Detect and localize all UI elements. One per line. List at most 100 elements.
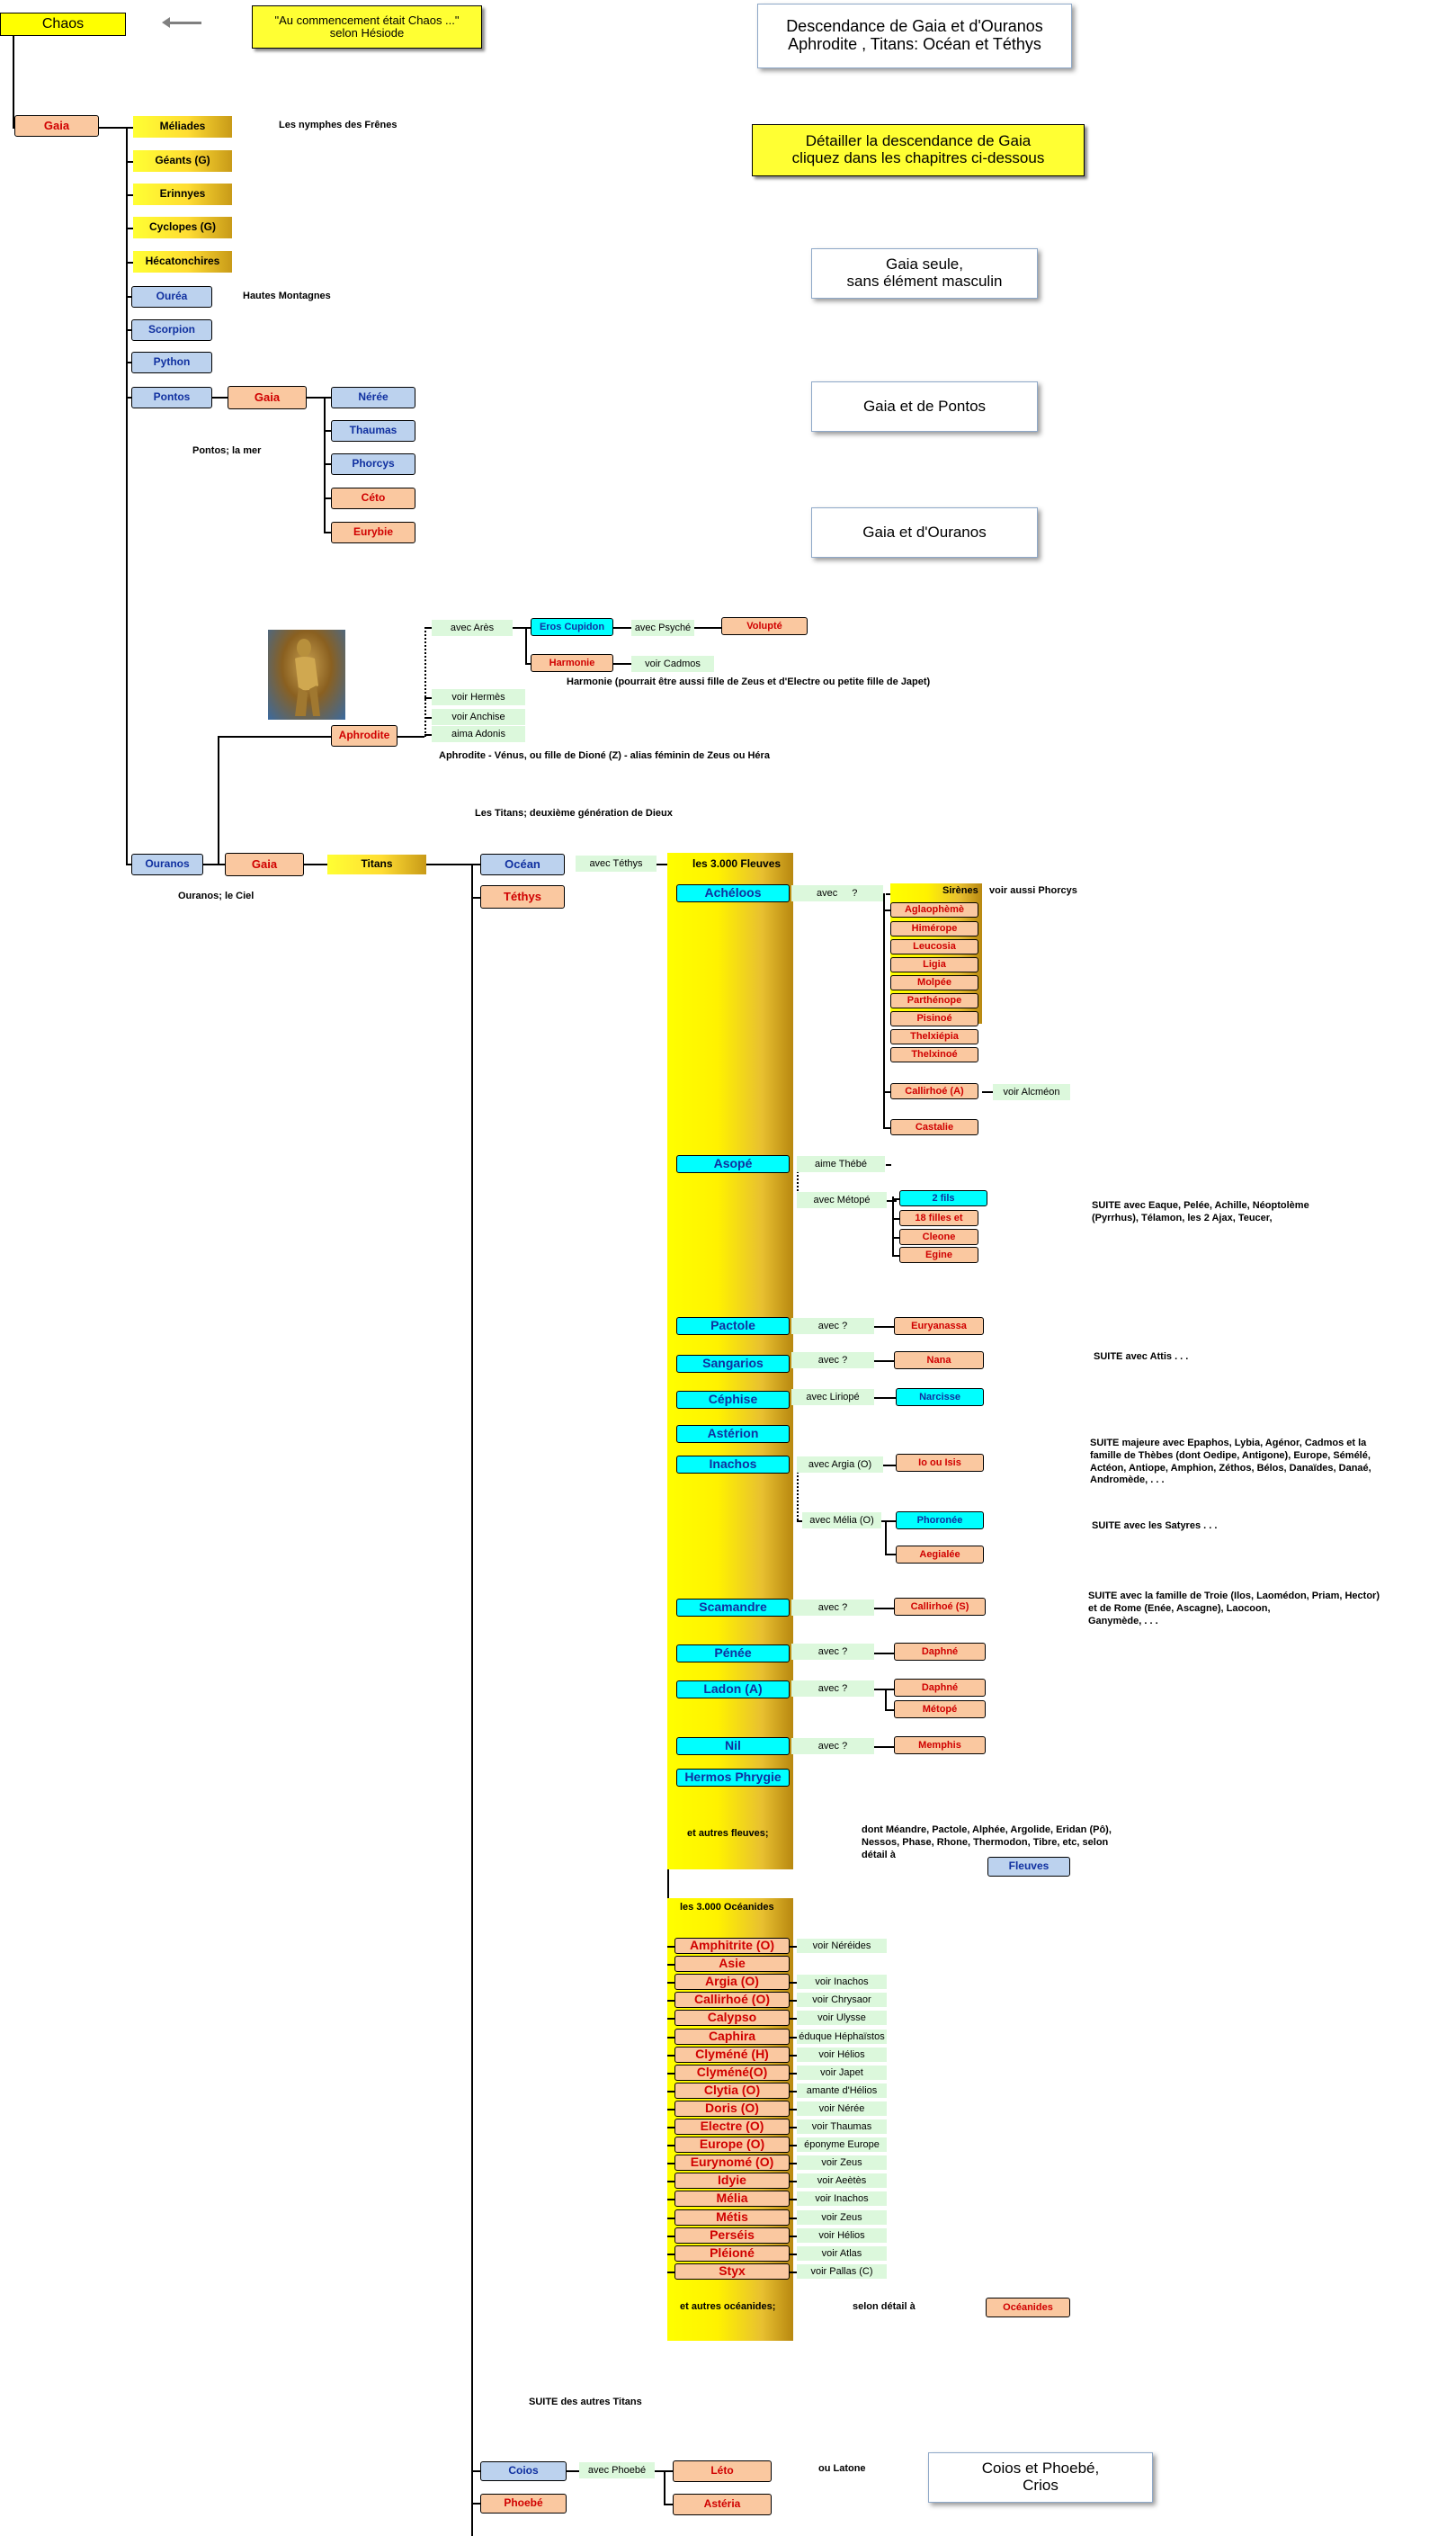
gaia-pontos-link[interactable]: Gaia et de Pontos xyxy=(811,381,1038,432)
oceanide-note: voir Ulysse xyxy=(797,2011,887,2025)
oceanide-item[interactable]: Métis xyxy=(674,2209,790,2226)
oceanide-item[interactable]: Mélia xyxy=(674,2191,790,2207)
egine-box[interactable]: Egine xyxy=(899,1247,978,1263)
euryanassa-box[interactable]: Euryanassa xyxy=(894,1317,984,1335)
ourea-box[interactable]: Ouréa xyxy=(131,286,212,308)
sirene-item[interactable]: Thelxinoé xyxy=(890,1047,978,1062)
phorcys-box[interactable]: Phorcys xyxy=(331,453,415,475)
eros-box[interactable]: Eros Cupidon xyxy=(531,618,613,636)
erinnyes-box[interactable]: Erinnyes xyxy=(133,184,232,205)
sirene-item[interactable]: Pisinoé xyxy=(890,1011,978,1026)
volupte-box[interactable]: Volupté xyxy=(721,617,808,635)
pactole-box[interactable]: Pactole xyxy=(676,1317,790,1335)
oceanide-item[interactable]: Caphira xyxy=(674,2029,790,2045)
oceanide-item[interactable]: Clyméné(O) xyxy=(674,2065,790,2081)
oceanide-item[interactable]: Callirhoé (O) xyxy=(674,1992,790,2008)
acheloos-box[interactable]: Achéloos xyxy=(676,884,790,902)
fleuves-button[interactable]: Fleuves xyxy=(987,1857,1070,1877)
sangarios-box[interactable]: Sangarios xyxy=(676,1355,790,1373)
oceanide-item[interactable]: Calypso xyxy=(674,2010,790,2026)
ceto-box[interactable]: Céto xyxy=(331,488,415,509)
python-box[interactable]: Python xyxy=(131,352,212,373)
inachos-box[interactable]: Inachos xyxy=(676,1456,790,1474)
geants-box[interactable]: Géants (G) xyxy=(133,150,232,172)
titans-box[interactable]: Titans xyxy=(327,855,426,874)
daphne2-box[interactable]: Daphné xyxy=(894,1679,986,1697)
callirhoe-a-box[interactable]: Callirhoé (A) xyxy=(890,1083,978,1099)
cyclopes-box[interactable]: Cyclopes (G) xyxy=(133,217,232,238)
ladon-box[interactable]: Ladon (A) xyxy=(676,1680,790,1698)
castalie-box[interactable]: Castalie xyxy=(890,1119,978,1135)
ocean-box[interactable]: Océan xyxy=(480,854,565,875)
leto-box[interactable]: Léto xyxy=(673,2460,772,2482)
oceanide-item[interactable]: Clyméné (H) xyxy=(674,2047,790,2063)
oceanide-item[interactable]: Clytia (O) xyxy=(674,2083,790,2099)
sirene-item[interactable]: Aglaophèmè xyxy=(890,902,978,918)
oceanide-item[interactable]: Doris (O) xyxy=(674,2101,790,2117)
scorpion-box[interactable]: Scorpion xyxy=(131,319,212,341)
aphrodite-box[interactable]: Aphrodite xyxy=(331,725,397,747)
hermos-box[interactable]: Hermos Phrygie xyxy=(676,1769,790,1787)
daphne-box[interactable]: Daphné xyxy=(894,1643,986,1661)
sirene-item[interactable]: Himérope xyxy=(890,921,978,936)
oceanide-item[interactable]: Pléioné xyxy=(674,2245,790,2262)
oceanide-item[interactable]: Europe (O) xyxy=(674,2137,790,2153)
io-box[interactable]: Io ou Isis xyxy=(896,1454,984,1472)
oceanide-item[interactable]: Idyie xyxy=(674,2173,790,2189)
thaumas-box[interactable]: Thaumas xyxy=(331,420,415,442)
metope-box[interactable]: Métopé xyxy=(894,1700,986,1718)
asterion-box[interactable]: Astérion xyxy=(676,1425,790,1443)
oceanide-connector xyxy=(667,2109,674,2110)
gaia-seule-link[interactable]: Gaia seule, sans élément masculin xyxy=(811,248,1038,299)
oceanide-item[interactable]: Perséis xyxy=(674,2227,790,2244)
neree-box[interactable]: Nérée xyxy=(331,387,415,408)
eurybie-box[interactable]: Eurybie xyxy=(331,522,415,543)
pontos-gaia-box[interactable]: Gaia xyxy=(228,386,307,409)
oceanide-item[interactable]: Eurynomé (O) xyxy=(674,2155,790,2171)
scamandre-box[interactable]: Scamandre xyxy=(676,1599,790,1617)
meliades-box[interactable]: Méliades xyxy=(133,116,232,138)
oceanide-item[interactable]: Electre (O) xyxy=(674,2119,790,2135)
oceanide-item[interactable]: Argia (O) xyxy=(674,1974,790,1990)
cleone-box[interactable]: Cleone xyxy=(899,1229,978,1245)
oceanide-note: amante d'Hélios xyxy=(797,2083,887,2098)
nana-box[interactable]: Nana xyxy=(894,1351,984,1369)
narcisse-box[interactable]: Narcisse xyxy=(896,1388,984,1406)
sirene-item[interactable]: Leucosia xyxy=(890,939,978,954)
asteria-box[interactable]: Astéria xyxy=(673,2494,772,2515)
sangarios-avec-label: avec ? xyxy=(791,1352,874,1368)
coios-phoebe-link[interactable]: Coios et Phoebé, Crios xyxy=(928,2452,1153,2503)
sirene-item[interactable]: Parthénope xyxy=(890,993,978,1008)
sirene-item[interactable]: Molpée xyxy=(890,975,978,990)
dix-huit-filles-box[interactable]: 18 filles et xyxy=(899,1210,978,1226)
coios-box[interactable]: Coios xyxy=(480,2461,567,2481)
oceanide-item[interactable]: Asie xyxy=(674,1956,790,1972)
asope-box[interactable]: Asopé xyxy=(676,1155,790,1173)
callirhoe-s-box[interactable]: Callirhoé (S) xyxy=(894,1598,986,1616)
detail-box[interactable]: Détailler la descendance de Gaia cliquez… xyxy=(752,124,1085,176)
sirene-item[interactable]: Ligia xyxy=(890,957,978,972)
avec-ares-label: avec Arès xyxy=(432,620,513,636)
ouranos-gaia-box[interactable]: Gaia xyxy=(225,853,304,876)
tethys-box[interactable]: Téthys xyxy=(480,885,565,909)
aegialee-box[interactable]: Aegialée xyxy=(896,1546,984,1564)
memphis-box[interactable]: Memphis xyxy=(894,1736,986,1754)
deux-fils-box[interactable]: 2 fils xyxy=(899,1190,987,1206)
harmonie-box[interactable]: Harmonie xyxy=(531,654,613,672)
chaos-box[interactable]: Chaos xyxy=(0,13,126,36)
sirene-item[interactable]: Thelxiépia xyxy=(890,1029,978,1044)
phoebe-box[interactable]: Phoebé xyxy=(480,2494,567,2514)
title-box[interactable]: Descendance de Gaia et d'Ouranos Aphrodi… xyxy=(757,4,1072,68)
pontos-box[interactable]: Pontos xyxy=(131,387,212,408)
oceanide-item[interactable]: Amphitrite (O) xyxy=(674,1938,790,1954)
gaia-ouranos-link[interactable]: Gaia et d'Ouranos xyxy=(811,507,1038,558)
ouranos-box[interactable]: Ouranos xyxy=(131,854,203,875)
penee-box[interactable]: Pénée xyxy=(676,1644,790,1662)
phoronee-box[interactable]: Phoronée xyxy=(896,1511,984,1529)
oceanide-item[interactable]: Styx xyxy=(674,2263,790,2280)
nil-box[interactable]: Nil xyxy=(676,1737,790,1755)
gaia-box[interactable]: Gaia xyxy=(14,115,99,137)
hecatonchires-box[interactable]: Hécatonchires xyxy=(133,251,232,273)
cephise-box[interactable]: Céphise xyxy=(676,1391,790,1409)
oceanides-button[interactable]: Océanides xyxy=(986,2298,1070,2317)
